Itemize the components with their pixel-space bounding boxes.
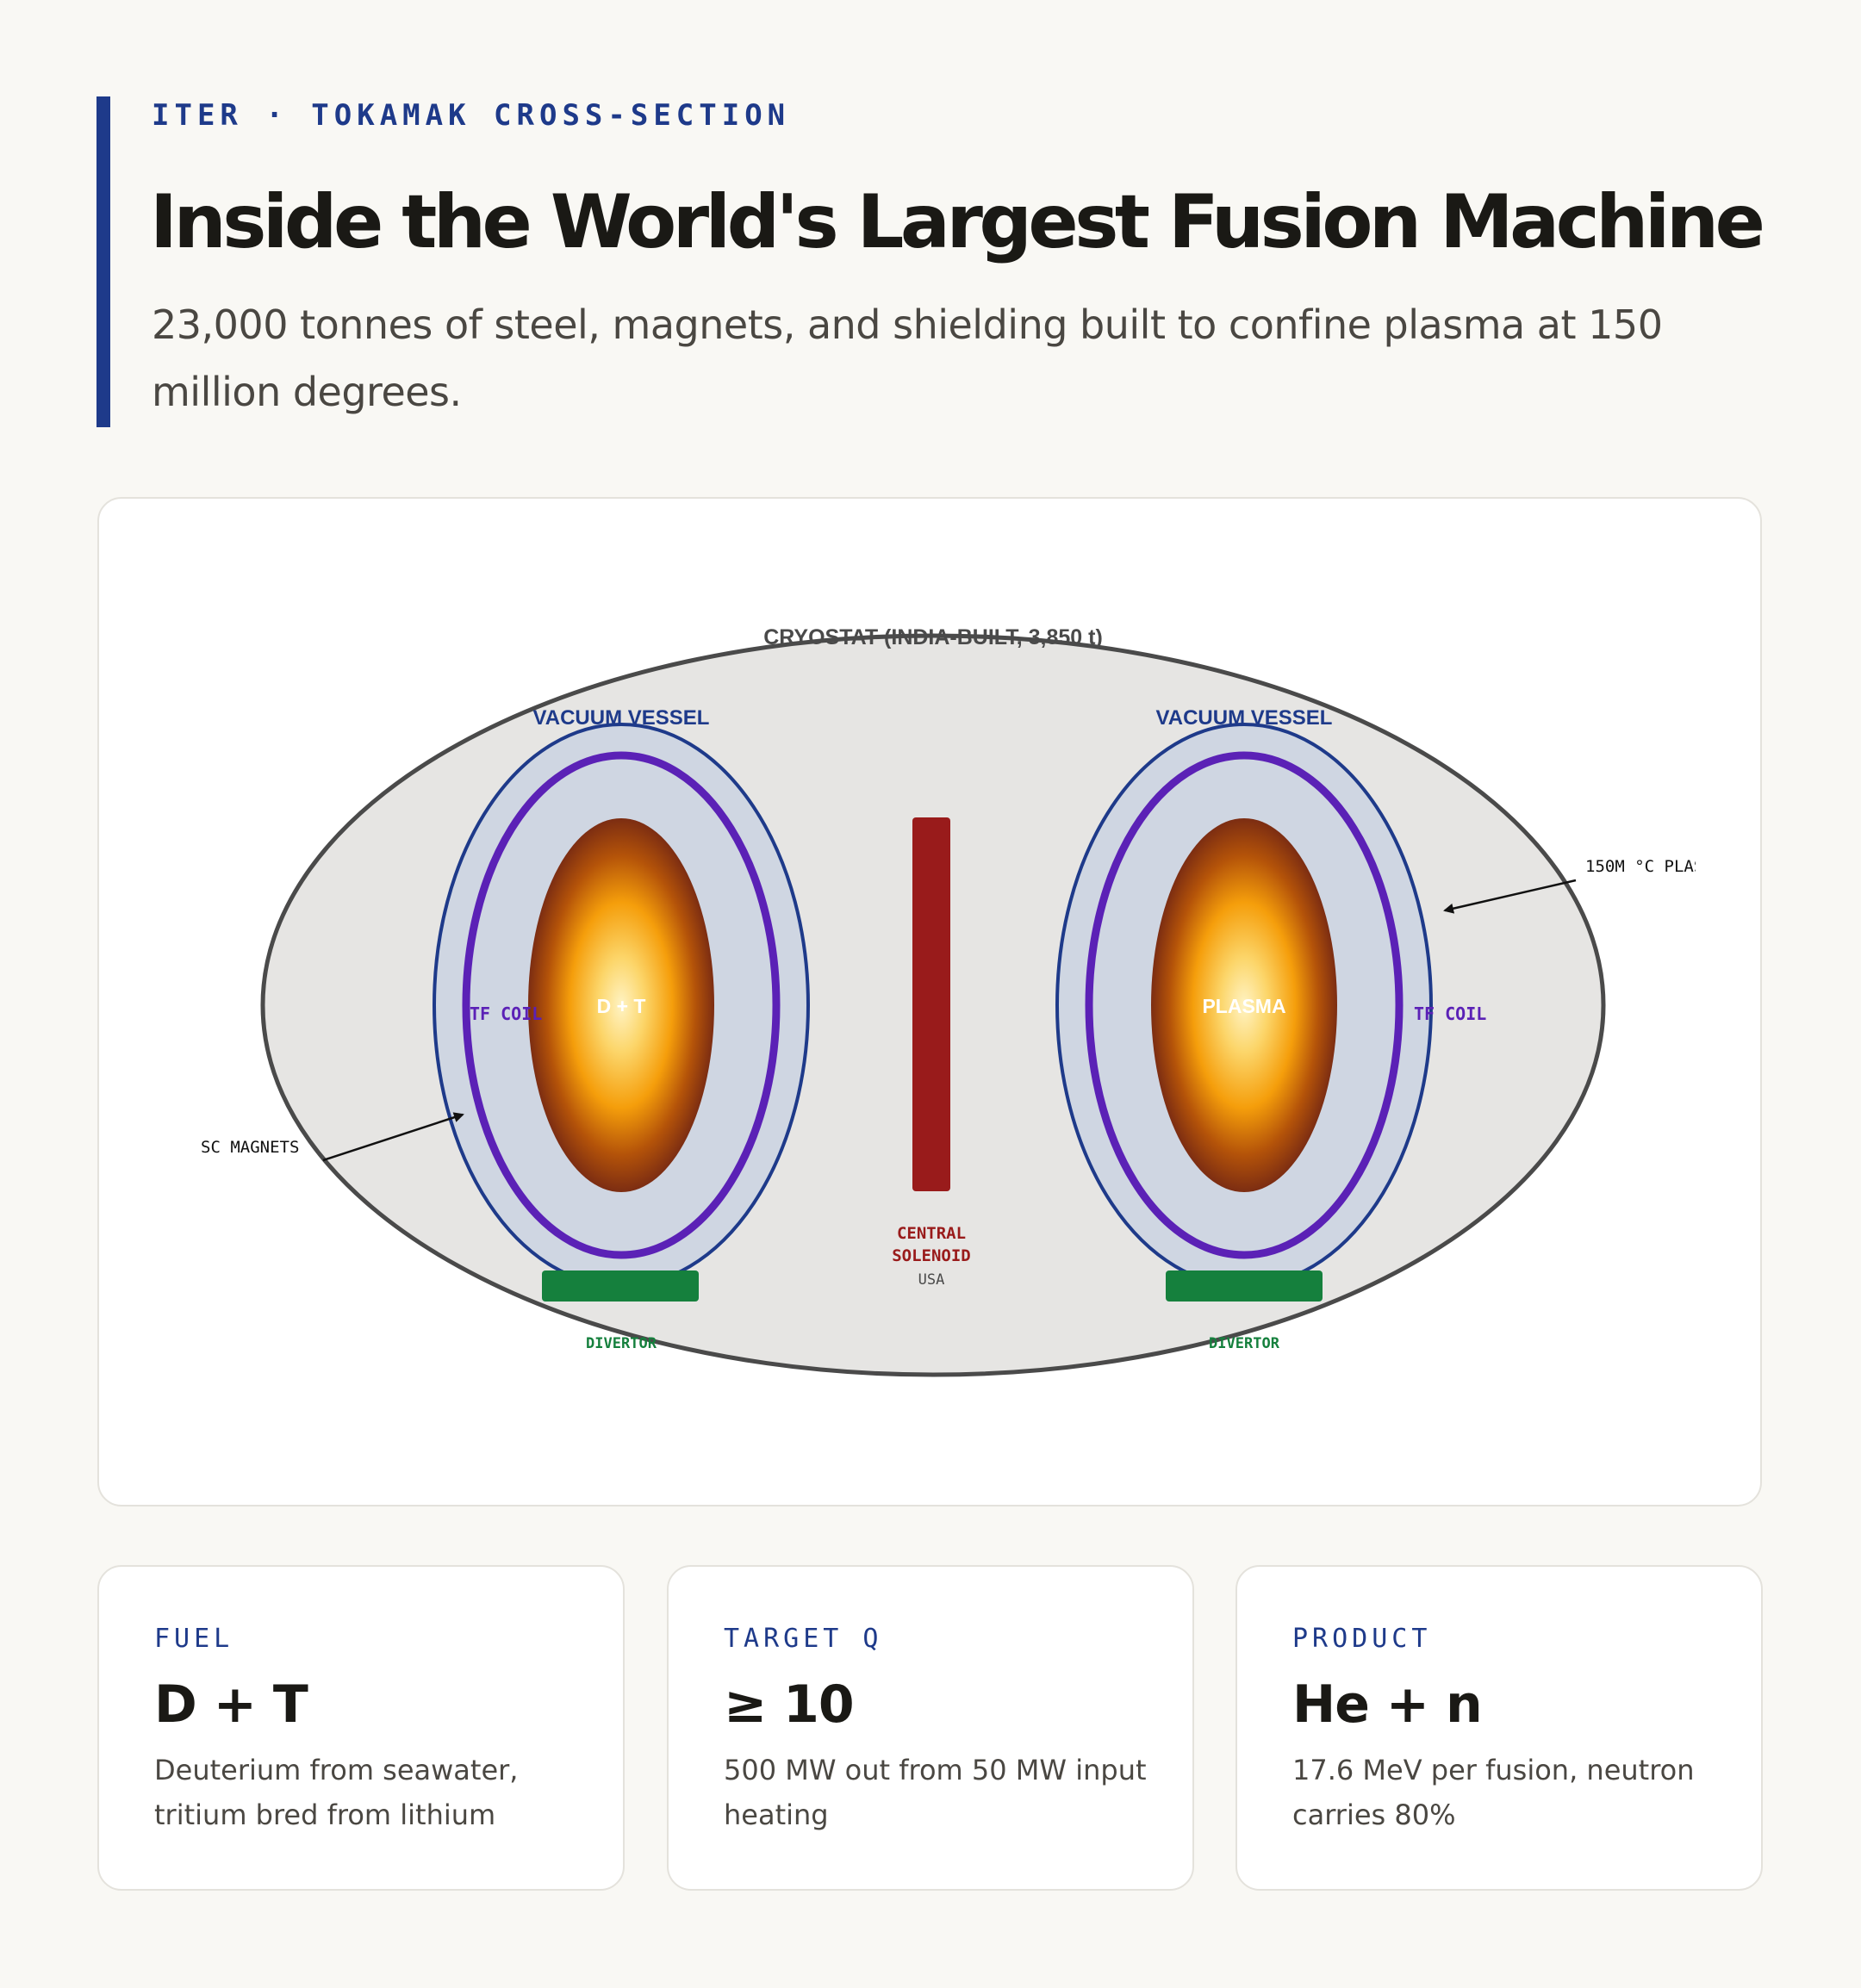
stat-card-target-q: TARGET Q ≥ 10 500 MW out from 50 MW inpu… (667, 1565, 1194, 1891)
tokamak-diagram: CRYOSTAT (INDIA-BUILT, 3,850 t) VACUUM V… (201, 625, 1724, 1377)
eyebrow: ITER · TOKAMAK CROSS-SECTION (152, 98, 791, 133)
plasma-left (528, 818, 714, 1192)
stat-value: ≥ 10 (724, 1674, 855, 1735)
cryostat-label: CRYOSTAT (INDIA-BUILT, 3,850 t) (763, 625, 1103, 649)
callout-plasma-label: 150M °C PLASMA (1585, 857, 1724, 876)
central-solenoid-label-line1: CENTRAL (897, 1224, 966, 1243)
divertor-left-label: DIVERTOR (586, 1335, 657, 1352)
tf-coil-left-label: TF COIL (470, 1003, 542, 1024)
stat-description: 17.6 MeV per fusion, neutron carries 80% (1292, 1754, 1695, 1831)
stat-card-fuel: FUEL D + T Deuterium from seawater, trit… (97, 1565, 625, 1891)
stat-value: D + T (154, 1674, 308, 1735)
callout-magnets-label: SC MAGNETS (201, 1138, 299, 1157)
tf-coil-right (1085, 751, 1404, 1259)
central-solenoid-origin: USA (918, 1271, 945, 1289)
central-solenoid (912, 817, 950, 1191)
divertor-right (1166, 1270, 1323, 1302)
callout-plasma-arrow (1443, 879, 1577, 914)
page-subtitle: 23,000 tonnes of steel, magnets, and shi… (152, 301, 1663, 415)
stat-card-product: PRODUCT He + n 17.6 MeV per fusion, neut… (1235, 1565, 1763, 1891)
tf-coil-right-label: TF COIL (1414, 1003, 1486, 1024)
tf-coil-left (462, 751, 781, 1259)
callout-magnets-arrow (322, 1112, 464, 1162)
stat-label: TARGET Q (724, 1624, 883, 1654)
page-header: ITER · TOKAMAK CROSS-SECTION Inside the … (96, 96, 1785, 427)
page-title: Inside the World's Largest Fusion Machin… (150, 179, 1765, 265)
stat-description: 500 MW out from 50 MW input heating (724, 1754, 1147, 1831)
stat-description: Deuterium from seawater, tritium bred fr… (154, 1754, 519, 1831)
stat-value: He + n (1292, 1674, 1483, 1735)
divertor-left (542, 1270, 699, 1302)
accent-bar (96, 96, 110, 427)
stat-label: PRODUCT (1292, 1624, 1432, 1654)
plasma-left-label: D + T (597, 995, 646, 1017)
plasma-right (1151, 818, 1337, 1192)
stat-label: FUEL (154, 1624, 234, 1654)
vacuum-vessel-right-label: VACUUM VESSEL (1156, 706, 1333, 730)
vacuum-vessel-left-label: VACUUM VESSEL (533, 706, 710, 730)
central-solenoid-label-line2: SOLENOID (892, 1246, 971, 1265)
divertor-right-label: DIVERTOR (1209, 1335, 1280, 1352)
diagram-card: CRYOSTAT (INDIA-BUILT, 3,850 t) VACUUM V… (97, 497, 1762, 1507)
plasma-right-label: PLASMA (1202, 995, 1285, 1017)
